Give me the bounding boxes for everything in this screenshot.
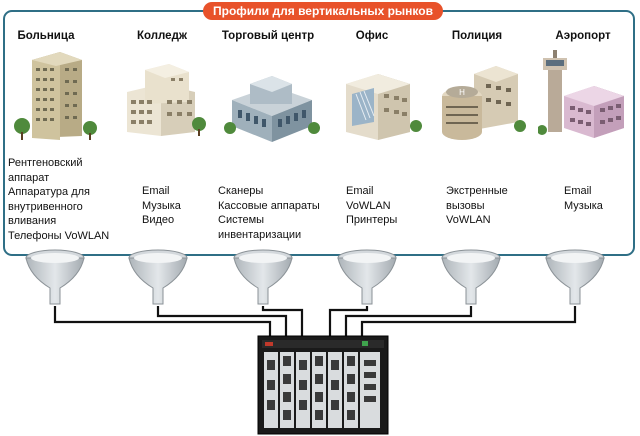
list-item: Email (346, 185, 374, 197)
mall-building-icon (224, 76, 320, 142)
list-item: Музыка (564, 199, 603, 212)
funnel-college (128, 249, 188, 305)
list-item: инвентаризации (218, 228, 302, 241)
list-item: Рентгеновский (8, 157, 83, 169)
funnel-police (441, 249, 501, 305)
banner-title: Профили для вертикальных рынков (203, 2, 443, 20)
column-items-hospital: Рентгеновский аппарат Аппаратура для вну… (8, 156, 109, 243)
column-items-college: Email Музыка Видео (142, 184, 181, 228)
list-item: VoWLAN (346, 199, 391, 212)
list-item: вызовы (446, 199, 485, 212)
list-item: вливания (8, 215, 57, 227)
list-item: Видео (142, 214, 175, 226)
column-items-mall: Сканеры Кассовые аппараты Системы инвент… (218, 184, 320, 242)
list-item: аппарат (8, 171, 50, 184)
funnel-airport (545, 249, 605, 305)
list-item: Системы (218, 214, 265, 226)
column-items-police: Экстренные вызовы VoWLAN (446, 184, 508, 228)
hospital-building-icon (14, 52, 97, 140)
list-item: Музыка (142, 199, 181, 212)
funnel-office (337, 249, 397, 305)
svg-text:H: H (459, 88, 465, 97)
list-item: Сканеры (218, 185, 264, 197)
column-items-airport: Email Музыка (564, 184, 603, 213)
funnel-mall (233, 249, 293, 305)
column-title-police: Полиция (451, 30, 503, 42)
list-item: Аппаратура для (8, 186, 90, 198)
connection-lines (53, 306, 577, 338)
list-item: Телефоны VoWLAN (8, 229, 110, 242)
airport-building-icon (538, 50, 624, 138)
list-item: Принтеры (346, 214, 398, 226)
list-item: Email (142, 185, 170, 197)
switch-chassis (257, 335, 389, 435)
column-items-office: Email VoWLAN Принтеры (346, 184, 397, 228)
college-building-icon (127, 64, 206, 136)
list-item: Экстренные (446, 185, 508, 197)
list-item: VoWLAN (446, 214, 491, 226)
column-title-office: Офис (355, 30, 389, 42)
list-item: Кассовые аппараты (218, 199, 320, 212)
column-title-college: Колледж (136, 30, 188, 42)
list-item: внутривенного (8, 200, 83, 213)
column-title-airport: Аэропорт (555, 30, 611, 42)
office-building-icon (346, 74, 422, 140)
funnel-hospital (25, 249, 85, 305)
column-title-hospital: Больница (17, 30, 75, 42)
vertical-markets-frame (3, 10, 635, 256)
police-building-icon: H (442, 66, 526, 140)
list-item: Email (564, 185, 592, 197)
column-title-mall: Торговый центр (221, 30, 315, 42)
